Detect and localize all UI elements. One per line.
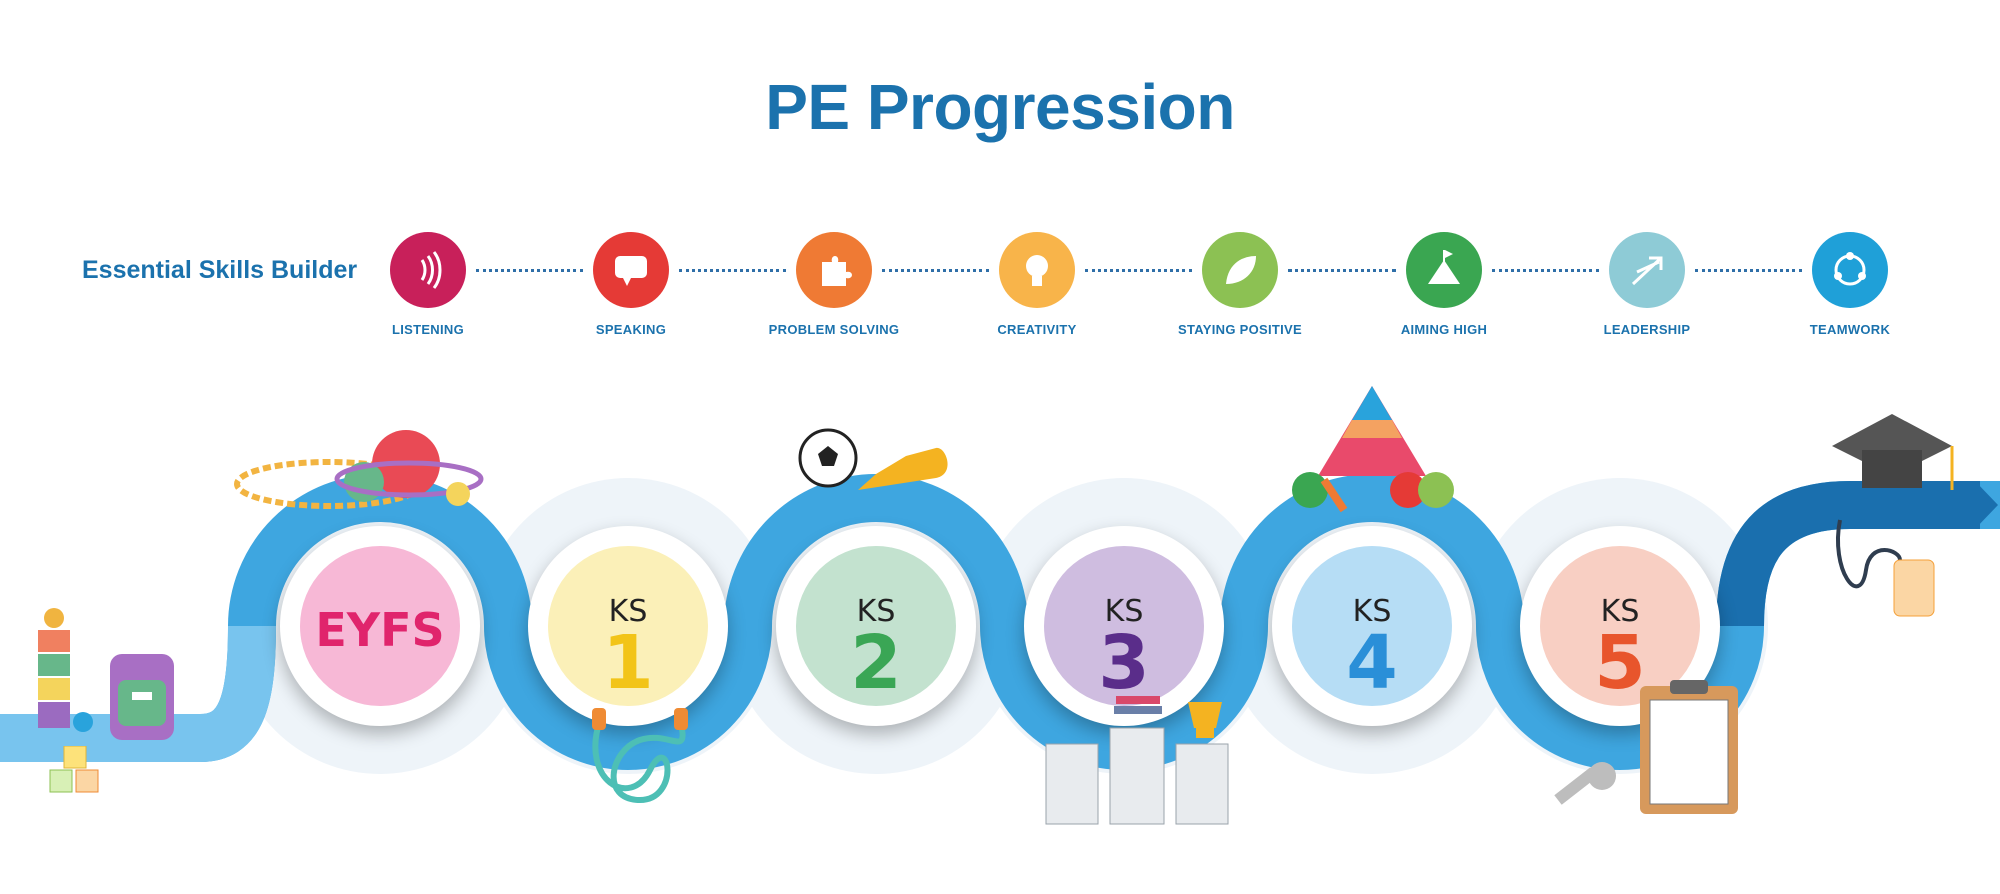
football-boot-icon bbox=[798, 428, 948, 490]
jump-rope-icon bbox=[592, 708, 688, 804]
food-pyramid-icon bbox=[1292, 386, 1454, 513]
abc-blocks-icon bbox=[49, 746, 99, 793]
skill-label: PROBLEM SOLVING bbox=[768, 322, 900, 337]
skill-badge bbox=[999, 232, 1075, 308]
leaf-icon bbox=[1226, 256, 1256, 284]
skill-label: TEAMWORK bbox=[1809, 322, 1891, 337]
skill-connector bbox=[1288, 269, 1396, 272]
stage-disc: EYFS bbox=[300, 546, 460, 706]
clipboard-whistle-icon bbox=[1554, 680, 1738, 814]
stacking-toy-icon bbox=[38, 608, 174, 740]
arrows-icon bbox=[1631, 256, 1663, 286]
skill-leadership: LEADERSHIP bbox=[1557, 232, 1737, 337]
speech-bubble-icon bbox=[615, 256, 647, 286]
path-end-arrow bbox=[1975, 481, 1998, 529]
puzzle-piece-icon bbox=[822, 256, 852, 286]
path-road-start bbox=[0, 625, 276, 762]
light-bulb-icon bbox=[1026, 255, 1048, 286]
skill-connector bbox=[679, 269, 786, 272]
stage-label: EYFS bbox=[315, 603, 445, 657]
skill-connector bbox=[476, 269, 583, 272]
path-road bbox=[0, 474, 2000, 770]
hula-hoop-ball-icon bbox=[234, 430, 484, 509]
skill-creativity: CREATIVITY bbox=[947, 232, 1127, 337]
skill-staying-positive: STAYING POSITIVE bbox=[1150, 232, 1330, 337]
sound-waves-icon bbox=[420, 251, 442, 289]
skills-heading: Essential Skills Builder bbox=[82, 256, 358, 284]
skill-badge bbox=[1406, 232, 1482, 308]
skill-problem-solving: PROBLEM SOLVING bbox=[744, 232, 924, 337]
skill-label: CREATIVITY bbox=[997, 322, 1077, 337]
podium-trophy-icon bbox=[1045, 696, 1229, 825]
page-title: PE Progression bbox=[765, 71, 1235, 143]
skill-badge bbox=[390, 232, 466, 308]
skill-badge bbox=[796, 232, 872, 308]
skill-label: STAYING POSITIVE bbox=[1178, 322, 1302, 337]
stage-ks-text: KS bbox=[1352, 594, 1392, 629]
stage-number: 1 bbox=[602, 620, 654, 706]
skill-badge bbox=[1609, 232, 1685, 308]
skill-label: AIMING HIGH bbox=[1400, 322, 1488, 337]
stage-number: 4 bbox=[1346, 620, 1398, 706]
graduation-cap-lanyard-icon bbox=[1832, 414, 1954, 617]
skill-connector bbox=[1695, 269, 1802, 272]
stage-number: 2 bbox=[850, 620, 902, 706]
skill-speaking: SPEAKING bbox=[541, 232, 721, 337]
skill-teamwork: TEAMWORK bbox=[1760, 232, 1940, 337]
path-start-arrow bbox=[0, 714, 40, 762]
skill-badge bbox=[1812, 232, 1888, 308]
skill-label: LEADERSHIP bbox=[1603, 322, 1691, 337]
team-circle-icon bbox=[1834, 252, 1866, 286]
stage-eyfs: EYFS bbox=[280, 526, 480, 726]
stage-ks-text: KS bbox=[1104, 594, 1144, 629]
path-road-end bbox=[1716, 481, 1980, 627]
skill-badge bbox=[1202, 232, 1278, 308]
skill-label: LISTENING bbox=[391, 322, 465, 337]
skill-listening: LISTENING bbox=[338, 232, 518, 337]
skill-badge bbox=[593, 232, 669, 308]
stage-ks-text: KS bbox=[856, 594, 896, 629]
stage-ks-text: KS bbox=[608, 594, 648, 629]
skill-connector bbox=[882, 269, 989, 272]
skill-label: SPEAKING bbox=[595, 322, 667, 337]
stage-ks-text: KS bbox=[1600, 594, 1640, 629]
skill-aiming-high: AIMING HIGH bbox=[1354, 232, 1534, 337]
skill-connector bbox=[1492, 269, 1599, 272]
stage-number: 5 bbox=[1594, 620, 1646, 706]
skill-connector bbox=[1085, 269, 1192, 272]
stage-number: 3 bbox=[1098, 620, 1150, 706]
mountain-flag-icon bbox=[1428, 250, 1460, 284]
